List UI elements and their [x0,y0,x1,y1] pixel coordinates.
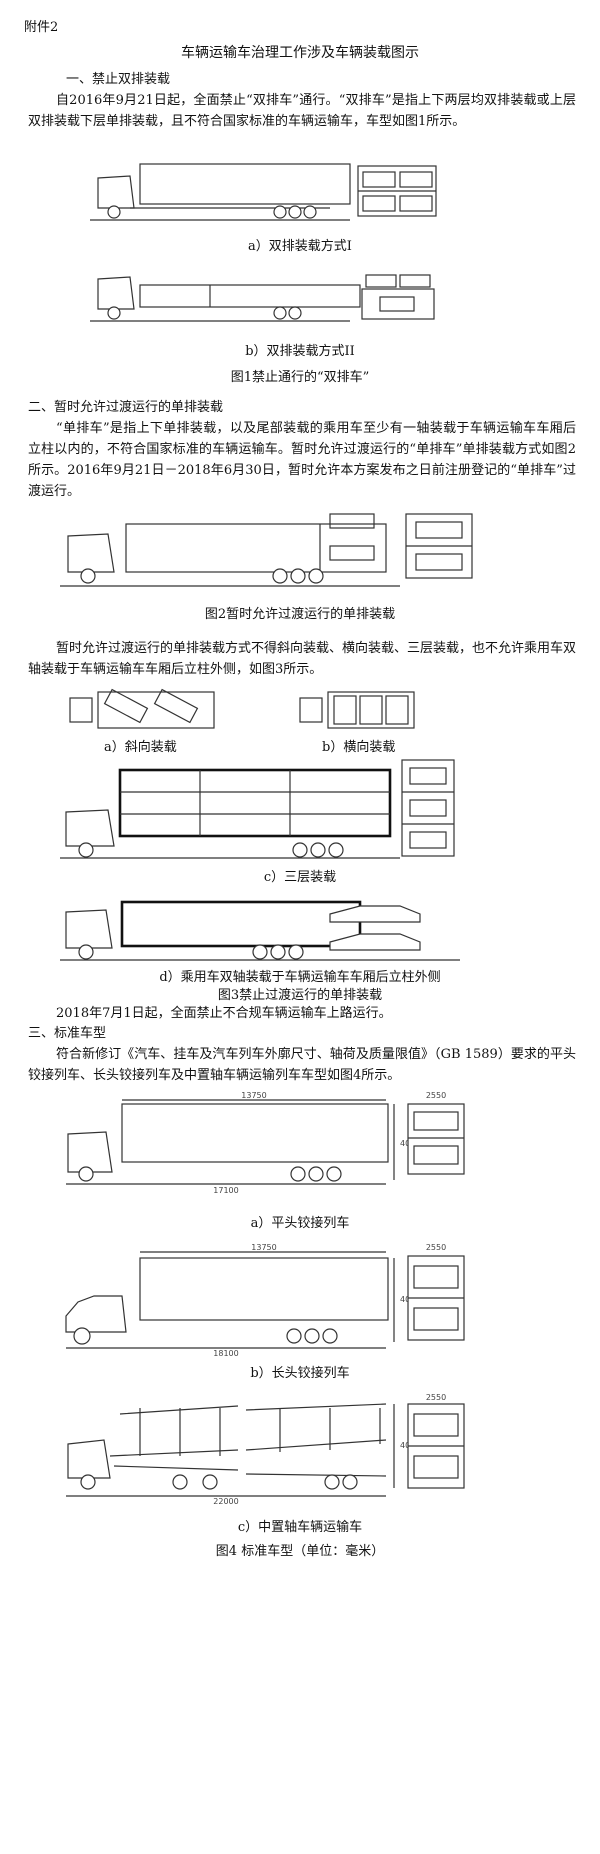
section2-paragraph2: 暂时允许过渡运行的单排装载方式不得斜向装载、横向装载、三层装载，也不允许乘用车双… [28,641,577,677]
document-title: 车辆运输车治理工作涉及车辆装载图示 [181,45,419,61]
section1-heading: 一、禁止双排装载 [66,72,171,87]
caption-4a: a）平头铰接列车 [250,1216,350,1231]
section2-paragraph: “单排车”是指上下单排装载，以及尾部装载的乘用车至少有一轴装载于车辆运输车车厢后… [28,421,576,499]
caption-1a: a）双排装载方式I [248,239,352,254]
caption-3c: c）三层装载 [263,870,337,885]
figure-1b-double-row-truck [90,265,510,325]
section3-heading: 三、标准车型 [28,1026,107,1041]
figure-2-single-row-truck [60,510,510,590]
figure-4a-flat-head-articulated: 13750 17100 4000 2550 [60,1091,490,1195]
figure-3d-car-outside-rear-post [60,892,460,964]
figure-4b-long-head-articulated: 13750 18100 4000 2550 [60,1243,490,1358]
figure-4-caption: 图4 标准车型（单位：毫米） [215,1544,385,1559]
figure-3a-diagonal-loading [69,688,220,732]
dim-4b-width: 2550 [426,1243,446,1252]
dim-4a-box-length: 13750 [241,1091,266,1100]
dim-4c-total-length: 22000 [213,1497,238,1506]
figure-3c-three-layer-loading [60,758,460,866]
caption-3b: b）横向装载 [322,740,396,755]
caption-3d: d）乘用车双轴装载于车辆运输车车厢后立柱外侧 [159,970,441,985]
section2-heading: 二、暂时允许过渡运行的单排装载 [28,400,224,415]
figure-2-caption: 图2暂时允许过渡运行的单排装载 [204,607,396,622]
dim-4a-width: 2550 [426,1091,446,1100]
caption-4b: b）长头铰接列车 [250,1366,350,1381]
figure-4c-center-axle-car-transporter: 22000 4000 2550 [60,1393,490,1506]
ban-note: 2018年7月1日起，全面禁止不合规车辆运输车上路运行。 [56,1006,392,1021]
dim-4b-box-length: 13750 [251,1243,276,1252]
section1-paragraph: 自2016年9月21日起，全面禁止“双排车”通行。“双排车”是指上下两层均双排装… [28,93,576,129]
dim-4b-total-length: 18100 [213,1349,238,1358]
attachment-label: 附件2 [24,20,59,35]
figure-3-caption: 图3禁止过渡运行的单排装载 [217,988,383,1003]
caption-4c: c）中置轴车辆运输车 [237,1520,363,1535]
dim-4c-width: 2550 [426,1393,446,1402]
dim-4a-total-length: 17100 [213,1186,238,1195]
caption-1b: b）双排装载方式II [245,344,355,359]
figure-1a-double-row-truck [90,160,510,225]
section3-paragraph: 符合新修订《汽车、挂车及汽车列车外廓尺寸、轴荷及质量限值》（GB 1589）要求… [28,1047,576,1083]
figure-3b-transverse-loading [299,688,420,732]
caption-3a: a）斜向装载 [104,740,177,755]
figure-1-caption: 图1禁止通行的“双排车” [230,370,370,385]
